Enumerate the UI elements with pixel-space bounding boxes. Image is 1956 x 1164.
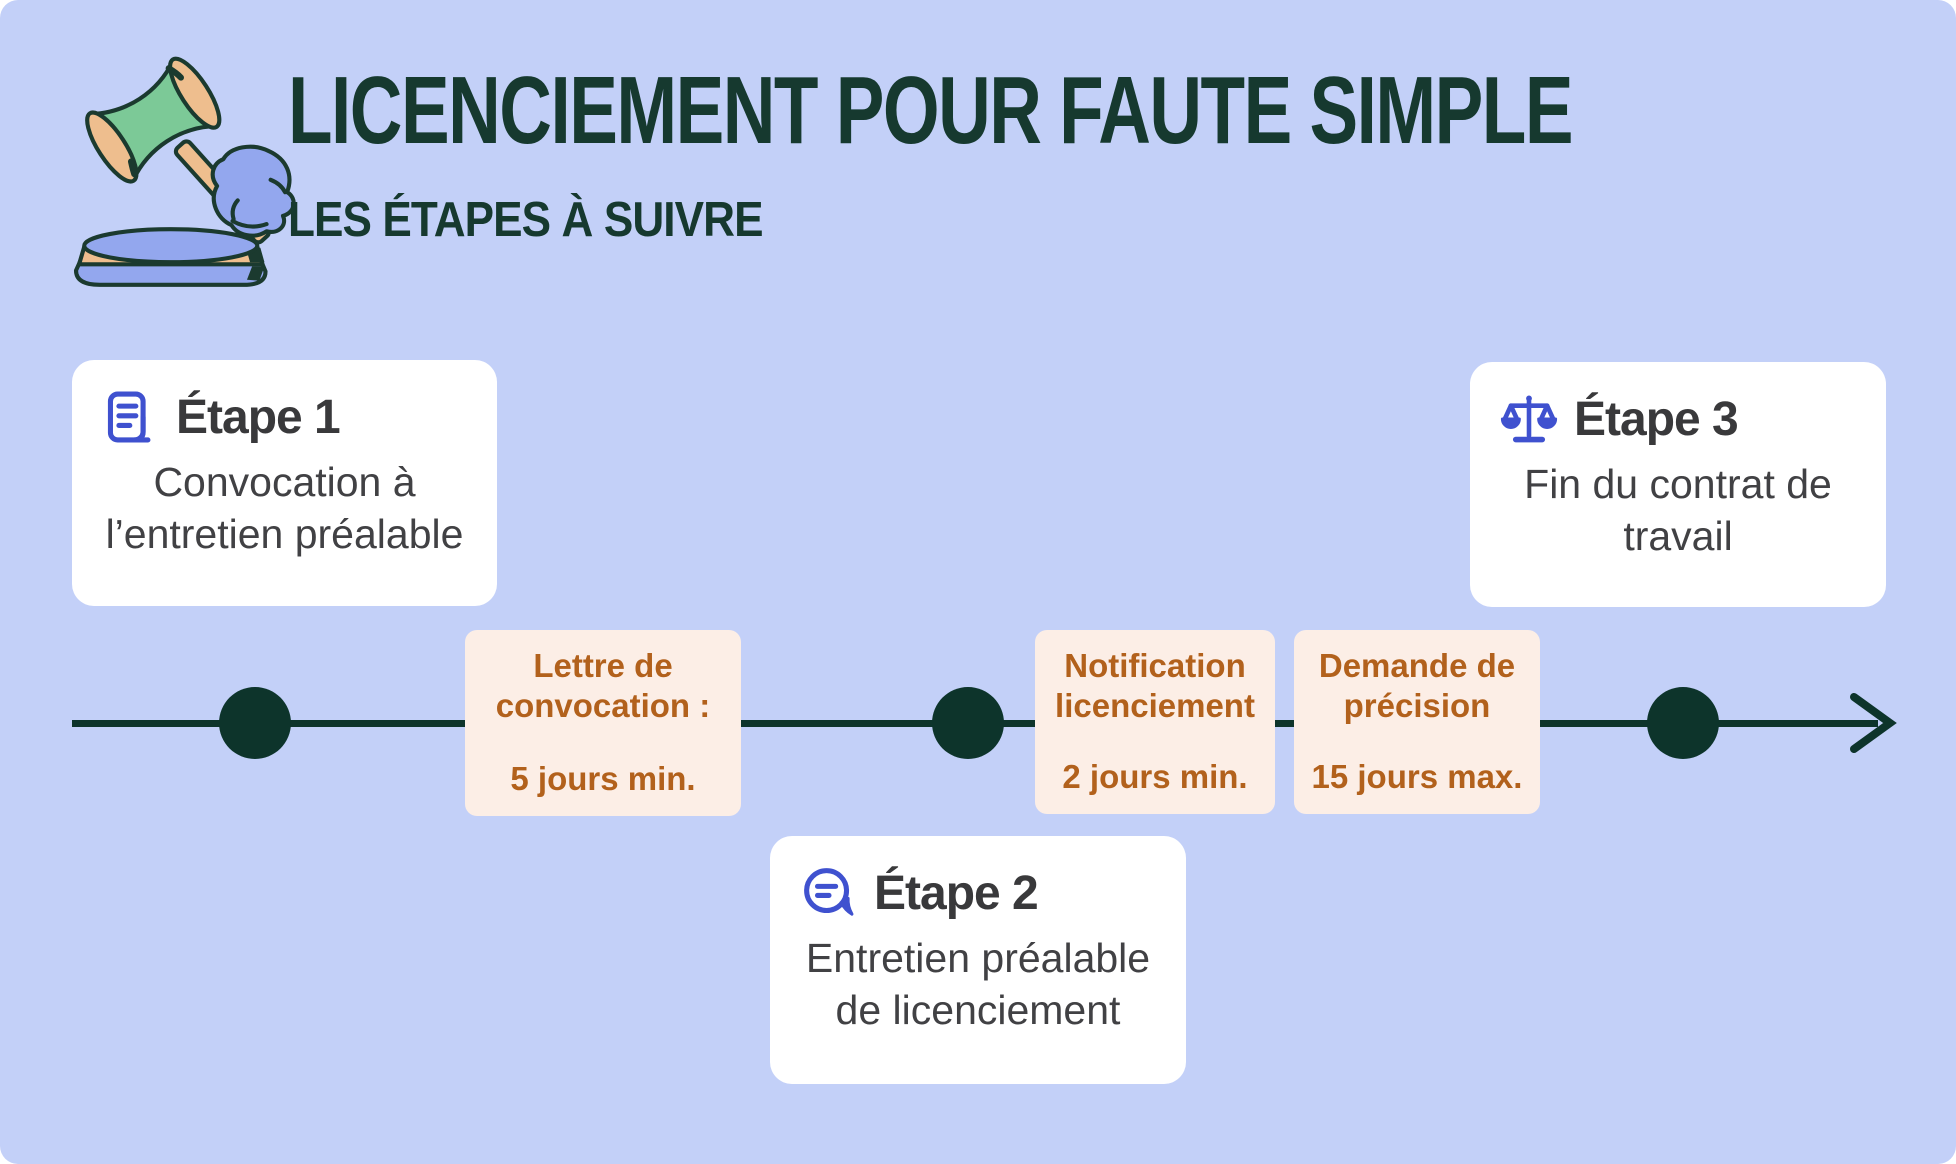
interval-title-line: Lettre de [533, 647, 673, 684]
step-description-line: de licenciement [835, 987, 1121, 1034]
timeline-dot-1 [219, 687, 291, 759]
step-description-line: Fin du contrat de [1524, 461, 1832, 507]
step-label: Étape 2 [874, 866, 1039, 920]
step-card-1: Étape 1 Convocation à l’entretien préala… [72, 360, 497, 606]
chat-bubble-icon [804, 868, 854, 916]
timeline-dot-2 [932, 687, 1004, 759]
interval-title-line: précision [1343, 687, 1491, 725]
page-title: LICENCIEMENT POUR FAUTE SIMPLE [288, 57, 1573, 164]
step-card-2: Étape 2 Entretien préalable de licenciem… [770, 836, 1186, 1084]
interval-duration: 2 jours min. [1062, 758, 1248, 795]
interval-label-1: Lettre de convocation : 5 jours min. [465, 630, 741, 816]
interval-label-3: Demande de précision 15 jours max. [1294, 630, 1540, 814]
step-description-line: Entretien préalable [805, 935, 1151, 981]
scales-icon [1500, 395, 1558, 443]
interval-title-line: Notification [1064, 647, 1246, 684]
timeline-dot-3 [1647, 687, 1719, 759]
step-description-line: travail [1623, 513, 1733, 560]
document-lines-icon [107, 391, 151, 443]
interval-duration: 15 jours max. [1311, 758, 1523, 795]
step-label: Étape 3 [1574, 392, 1739, 446]
interval-label-2: Notification licenciement 2 jours min. [1035, 630, 1275, 814]
step-card-3: Étape 3 Fin du contrat de travail [1470, 362, 1886, 607]
interval-title-line: Demande de [1318, 647, 1516, 684]
interval-title-line: convocation : [495, 687, 711, 725]
page-subtitle: LES ÉTAPES À SUIVRE [288, 193, 764, 247]
gavel-illustration-icon [73, 56, 296, 287]
timeline-arrow-icon [1850, 693, 1897, 753]
step-description-line: l’entretien préalable [105, 511, 464, 558]
interval-title-line: licenciement [1055, 687, 1255, 725]
step-description-line: Convocation à [153, 459, 416, 505]
interval-duration: 5 jours min. [510, 760, 696, 797]
step-label: Étape 1 [176, 390, 341, 444]
